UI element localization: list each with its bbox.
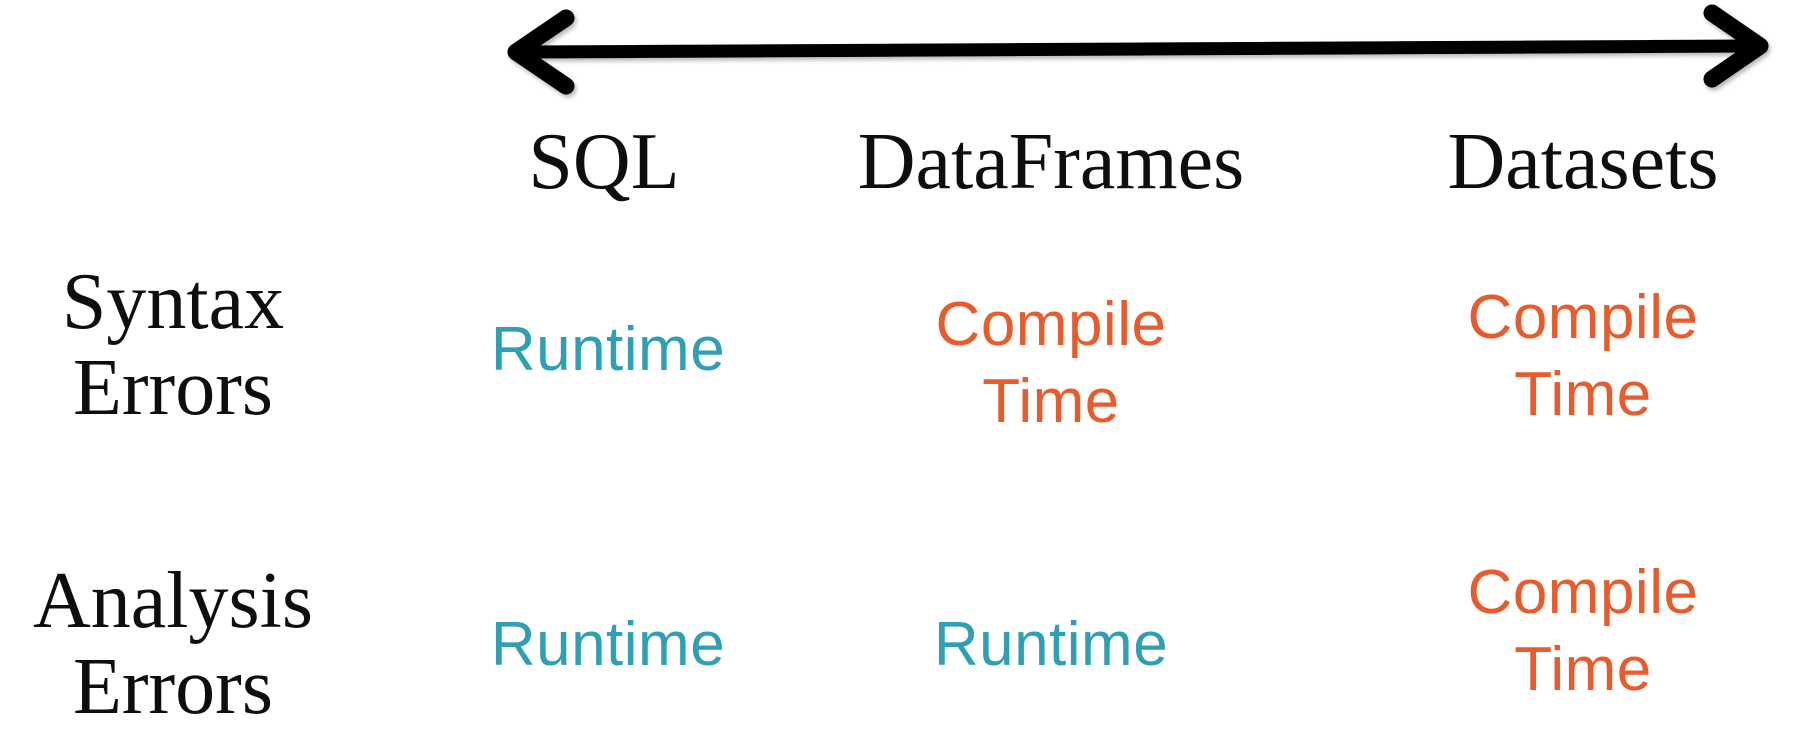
cell-analysis-datasets: Compile Time — [1467, 558, 1699, 704]
column-header-sql: SQL — [528, 118, 680, 206]
row-header-analysis-errors: Analysis Errors — [33, 557, 313, 731]
row-header-syntax-errors: Syntax Errors — [61, 258, 285, 432]
cell-syntax-datasets: Compile Time — [1467, 283, 1699, 429]
cell-syntax-sql: Runtime — [490, 315, 726, 384]
spectrum-arrow — [0, 0, 1804, 110]
double-headed-arrow-icon — [507, 4, 1769, 95]
column-header-dataframes: DataFrames — [857, 118, 1245, 206]
cell-analysis-dataframes: Runtime — [933, 610, 1169, 679]
cell-analysis-sql: Runtime — [490, 610, 726, 679]
column-header-datasets: Datasets — [1447, 118, 1719, 206]
cell-syntax-dataframes: Compile Time — [935, 290, 1167, 436]
